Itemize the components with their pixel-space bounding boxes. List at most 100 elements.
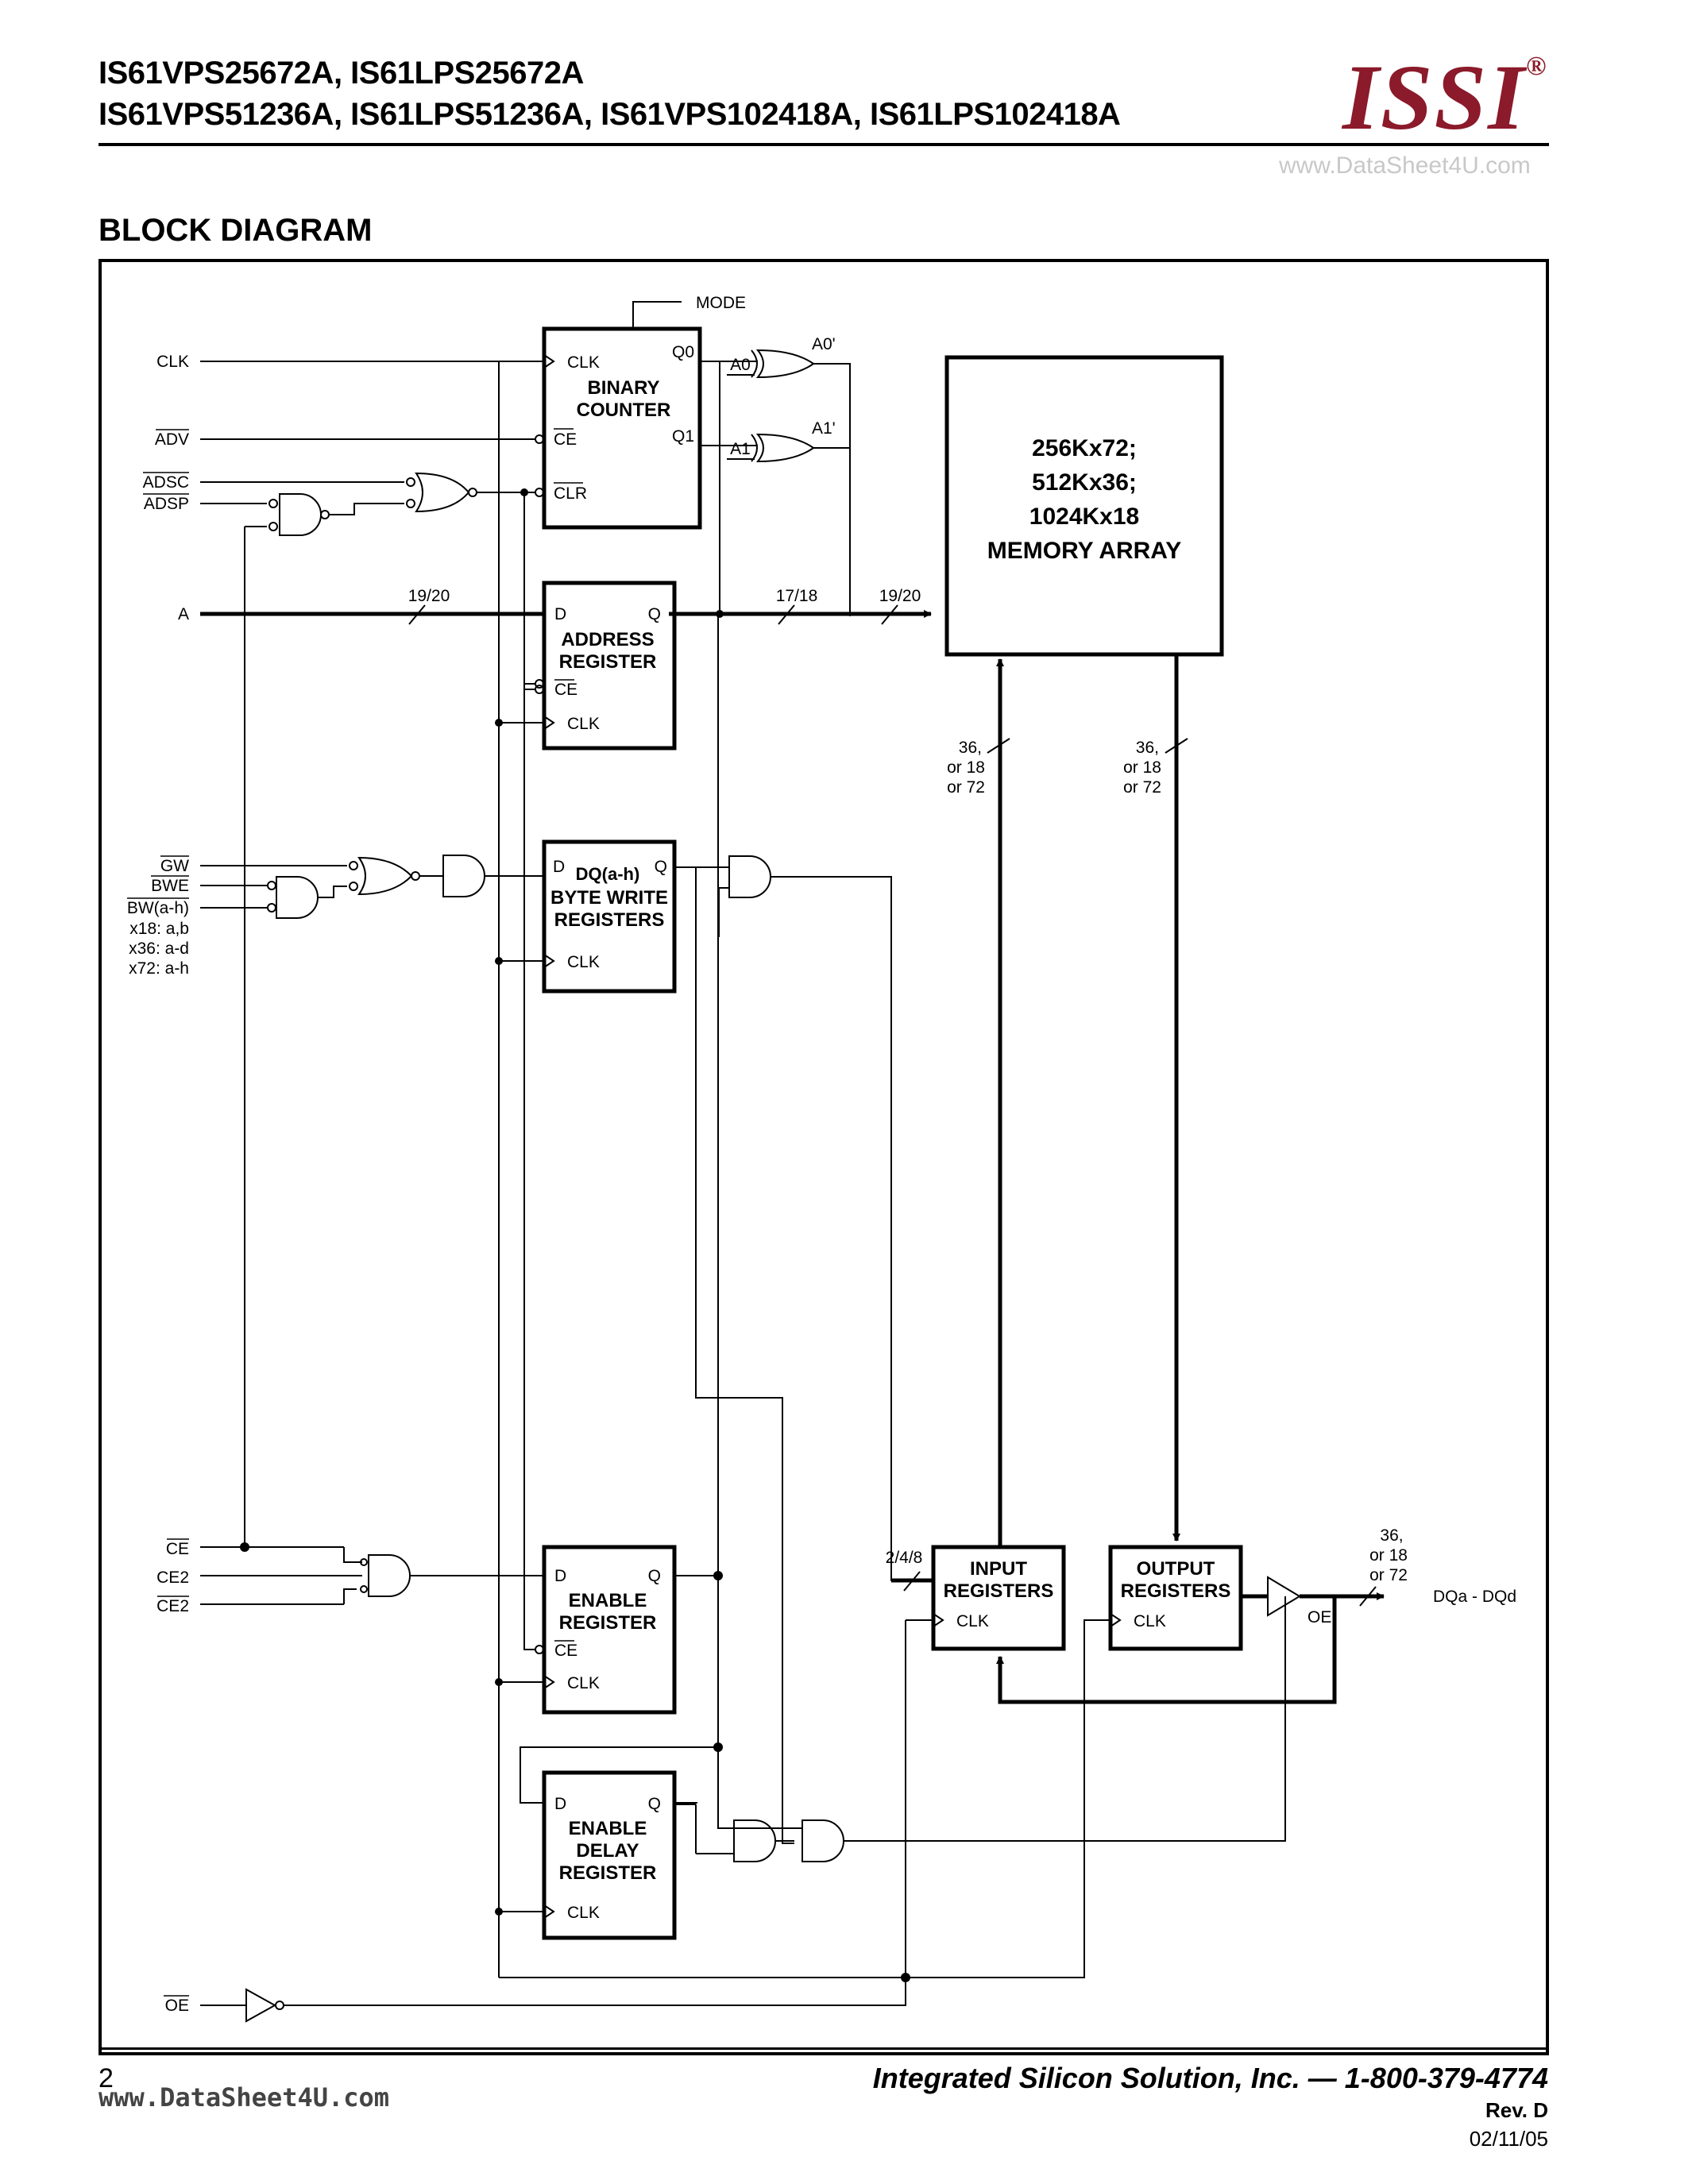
width-out-line-1: 36, — [1136, 739, 1159, 757]
memory-line-3: 1024Kx18 — [1029, 504, 1139, 530]
en-reg-clk-label: CLK — [567, 1674, 600, 1692]
block-diagram: CLK ADV ADSC ADSP A GW BWE BW(a-h) x18: … — [98, 259, 1549, 2055]
junction-dots — [495, 488, 724, 1916]
ed-reg-title-1: ENABLE — [569, 1818, 647, 1839]
input-adsc-label: ADSC — [143, 473, 189, 492]
byte-write-register-block: D DQ(a-h) Q BYTE WRITE REGISTERS CLK — [542, 839, 933, 1844]
revision: Rev. D — [1485, 2098, 1548, 2122]
counter-ce-label: CE — [554, 430, 577, 449]
revision-date: 02/11/05 — [1469, 2127, 1548, 2151]
bw-reg-title-2: REGISTERS — [554, 909, 665, 931]
tri-state-buffer — [1267, 1576, 1301, 1617]
a1-prime-label: A1' — [812, 419, 836, 438]
bus-mid-label: 17/18 — [776, 587, 818, 605]
input-bwe-label: BWE — [151, 877, 189, 895]
input-a-label: A — [178, 605, 189, 623]
byte-write-logic — [200, 855, 544, 919]
adsc-adsp-logic — [200, 472, 544, 1547]
memory-line-2: 512Kx36; — [1032, 469, 1137, 496]
en-reg-title-2: REGISTER — [559, 1612, 657, 1634]
xor-gates: A0 A1 A0' A1' — [700, 335, 851, 616]
adsp-nand-gate — [279, 493, 322, 536]
buffer-oe-label: OE — [1308, 1608, 1331, 1626]
out-reg-clk-label: CLK — [1134, 1612, 1166, 1630]
ed-reg-title-2: DELAY — [576, 1840, 639, 1862]
input-adv-label: ADV — [155, 430, 189, 449]
diagram-canvas: CLK ADV ADSC ADSP A GW BWE BW(a-h) x18: … — [127, 294, 1516, 2023]
page-number: 2 — [98, 2063, 114, 2093]
counter-q0-label: Q0 — [672, 343, 694, 361]
watermark-bottom: www.DataSheet4U.com — [98, 2082, 390, 2113]
adv-net — [200, 434, 544, 444]
adsc-nor-gate — [415, 472, 470, 513]
bw-reg-q-label: Q — [655, 858, 667, 876]
a0-label: A0 — [730, 356, 751, 374]
enable-delay-register-block: D Q ENABLE DELAY REGISTER CLK — [542, 1596, 1286, 1940]
addr-reg-title-1: ADDRESS — [561, 629, 654, 650]
input-bw-x18-label: x18: a,b — [129, 920, 189, 938]
input-oe-label: OE — [165, 1997, 189, 2015]
output-buffer: 36, or 18 or 72 OE DQa - DQd — [996, 1526, 1516, 1841]
company-contact: Integrated Silicon Solution, Inc. — 1-80… — [872, 2062, 1548, 2094]
ce-and-gate — [368, 1554, 411, 1597]
in-reg-title-2: REGISTERS — [944, 1580, 1054, 1602]
en-reg-title-1: ENABLE — [569, 1590, 647, 1611]
footer-rule — [98, 2047, 1549, 2050]
counter-clk-label: CLK — [567, 353, 600, 372]
ed-reg-title-3: REGISTER — [559, 1862, 657, 1884]
bw-out-and-gate — [728, 855, 771, 898]
en-reg-ce-label: CE — [554, 1642, 577, 1660]
logo-text: ISSI — [1342, 45, 1527, 149]
delay-and-gate-1 — [733, 1819, 776, 1862]
ce-logic — [200, 1542, 544, 1605]
bus-248-label: 2/4/8 — [886, 1549, 923, 1567]
en-reg-d-label: D — [554, 1567, 566, 1585]
oe-inverter — [245, 1988, 277, 2023]
header-part-numbers-line2: IS61VPS51236A, IS61LPS51236A, IS61VPS102… — [98, 97, 1121, 132]
width-in-line-1: 36, — [959, 739, 982, 757]
out-reg-title-2: REGISTERS — [1121, 1580, 1231, 1602]
width-in-line-2: or 18 — [947, 758, 985, 777]
counter-clr-label: CLR — [554, 484, 587, 503]
out-width-line-3: or 72 — [1369, 1566, 1408, 1584]
mode-label: MODE — [696, 294, 746, 312]
bw-reg-dq-label: DQ(a-h) — [576, 864, 640, 884]
addr-reg-q-label: Q — [648, 605, 661, 623]
bus-a-in-label: 19/20 — [408, 587, 450, 605]
oe-net — [200, 1973, 910, 2023]
output-dq-label: DQa - DQd — [1433, 1588, 1516, 1606]
bw-reg-clk-label: CLK — [567, 953, 600, 971]
width-out-line-3: or 72 — [1123, 778, 1161, 797]
memory-array-block: 256Kx72; 512Kx36; 1024Kx18 MEMORY ARRAY — [944, 355, 1224, 657]
output-registers-block: OUTPUT REGISTERS CLK — [1108, 1545, 1243, 1651]
width-in-line-3: or 72 — [947, 778, 985, 797]
registered-mark: ® — [1526, 52, 1548, 81]
input-gw-label: GW — [160, 857, 189, 875]
in-reg-clk-label: CLK — [956, 1612, 989, 1630]
counter-q1-label: Q1 — [672, 427, 694, 446]
a0-prime-label: A0' — [812, 335, 836, 353]
bw-reg-d-label: D — [553, 858, 565, 876]
a1-xor-gate — [755, 433, 815, 463]
bus-mem-label: 19/20 — [879, 587, 921, 605]
input-ce-label: CE — [166, 1540, 189, 1558]
memory-line-1: 256Kx72; — [1032, 435, 1137, 461]
enable-register-block: D Q ENABLE REGISTER CE CLK — [520, 616, 794, 1829]
counter-title-1: BINARY — [587, 377, 659, 399]
address-register-block: D Q ADDRESS REGISTER CE CLK — [524, 581, 677, 751]
bwe-nand-gate — [276, 876, 319, 919]
ed-reg-clk-label: CLK — [567, 1904, 600, 1922]
input-adsp-label: ADSP — [144, 495, 189, 513]
input-ce2-label: CE2 — [156, 1569, 189, 1587]
out-width-line-1: 36, — [1380, 1526, 1403, 1545]
en-reg-q-label: Q — [648, 1567, 661, 1585]
a0-xor-gate — [755, 349, 815, 379]
section-title: BLOCK DIAGRAM — [98, 213, 373, 248]
gw-nor-gate — [357, 856, 413, 896]
binary-counter-block: CLK Q0 BINARY COUNTER Q1 CE CLR — [542, 326, 702, 530]
bw-reg-title-1: BYTE WRITE — [550, 887, 668, 909]
memory-line-4: MEMORY ARRAY — [987, 538, 1181, 564]
header-rule — [98, 143, 1549, 146]
ed-reg-q-label: Q — [648, 1795, 661, 1813]
delay-and-gate-2 — [802, 1819, 844, 1862]
